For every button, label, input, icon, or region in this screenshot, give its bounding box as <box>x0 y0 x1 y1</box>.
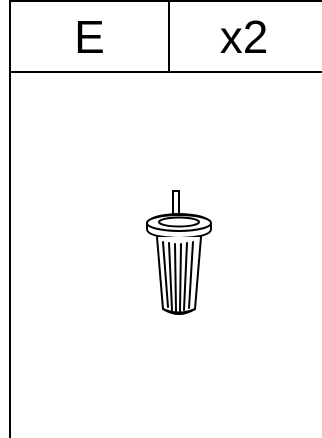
furniture-leg-foot-icon <box>146 190 212 315</box>
part-quantity: x2 <box>219 10 269 63</box>
part-letter: E <box>11 2 170 71</box>
parts-panel: E x2 <box>9 0 322 438</box>
parts-header: E x2 <box>11 2 322 73</box>
